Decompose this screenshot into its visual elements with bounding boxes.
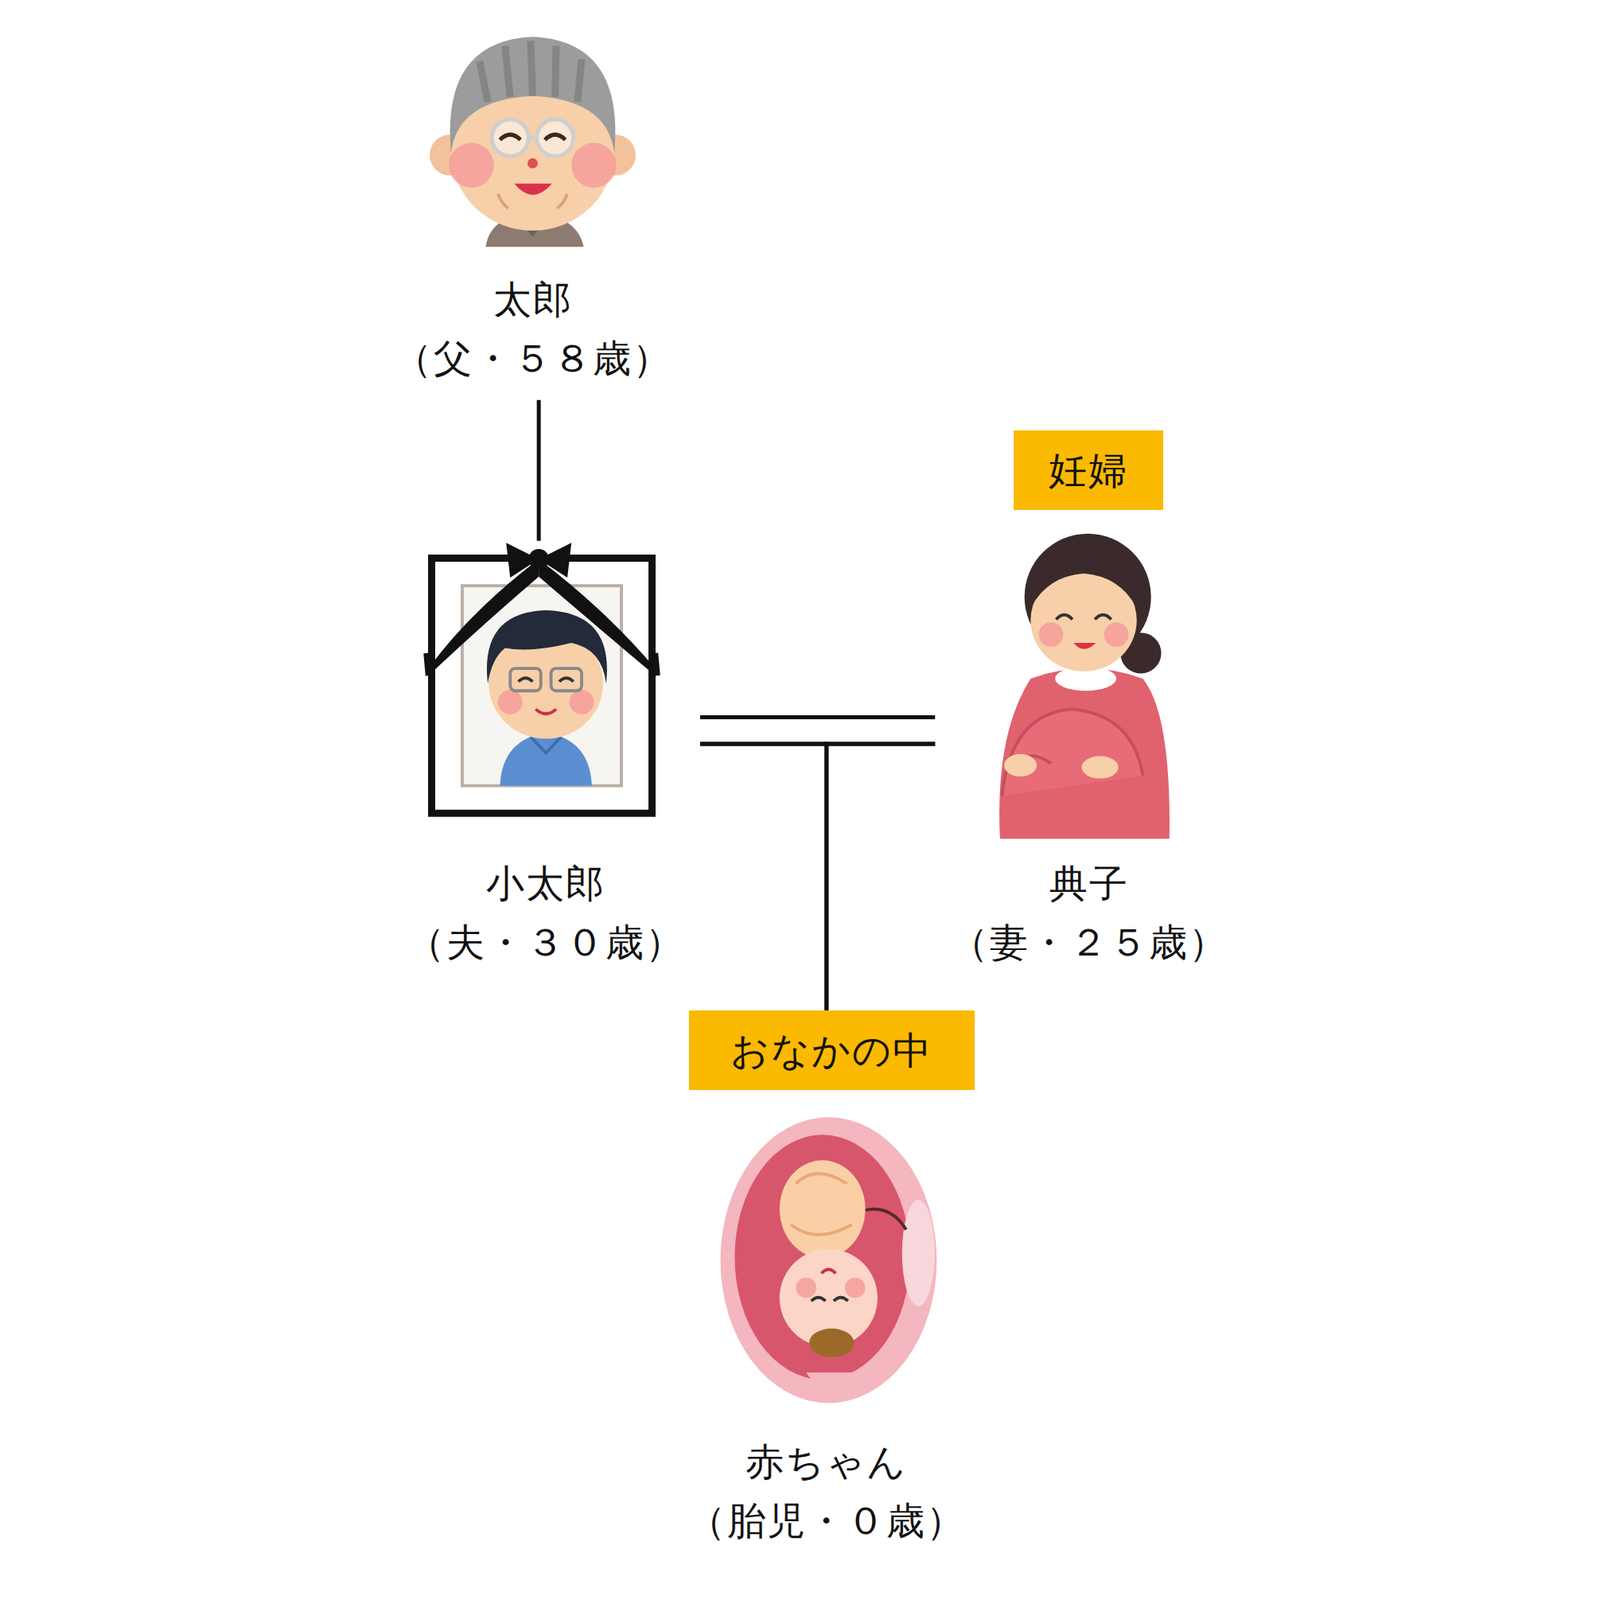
person-node: 赤ちゃん（胎児・０歳） xyxy=(673,1112,980,1550)
person-role-age: （胎児・０歳） xyxy=(687,1490,966,1550)
memorial-portrait xyxy=(426,542,658,814)
family-line xyxy=(700,743,827,1011)
person-name: 太郎 xyxy=(493,269,573,329)
person-name: 小太郎 xyxy=(486,853,606,913)
person-node: 太郎（父・５８歳） xyxy=(387,30,679,388)
person-node: 小太郎（夫・３０歳） xyxy=(401,541,690,972)
person-role-age: （夫・３０歳） xyxy=(406,912,686,972)
person-node: 典子（妻・２５歳） xyxy=(945,530,1234,972)
tag-label: おなかの中 xyxy=(730,1020,933,1080)
pregnant-woman-icon xyxy=(999,533,1170,839)
person-name: 赤ちゃん xyxy=(745,1432,908,1491)
family-line xyxy=(826,743,935,1011)
fetus-in-womb xyxy=(720,1117,937,1403)
family-line xyxy=(537,400,542,542)
tag-box: おなかの中 xyxy=(689,1010,975,1091)
tag-box: 妊婦 xyxy=(1013,430,1164,510)
person-role-age: （妻・２５歳） xyxy=(949,912,1229,972)
person-role-age: （父・５８歳） xyxy=(393,328,673,388)
family-line xyxy=(700,717,935,744)
tag-label: 妊婦 xyxy=(1048,440,1129,500)
grandfather-icon xyxy=(429,36,636,247)
person-name: 典子 xyxy=(1049,853,1129,913)
